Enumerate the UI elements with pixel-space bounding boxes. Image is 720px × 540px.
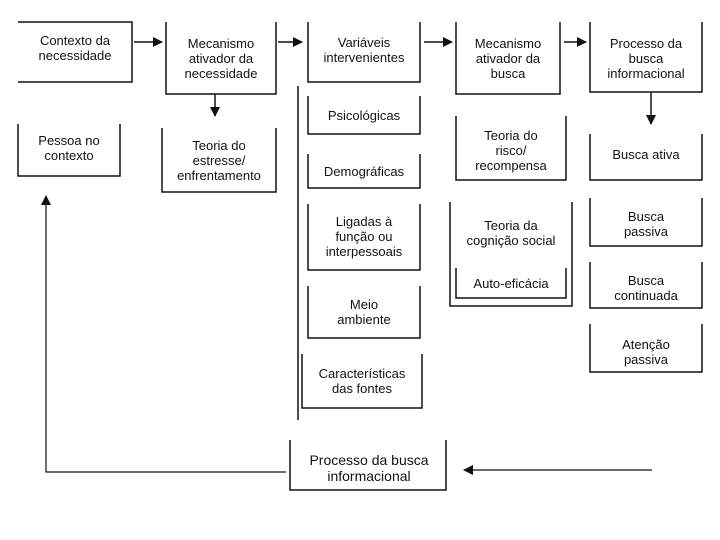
- box-pessoa-no-contexto: [17, 124, 121, 177]
- box-auto-eficacia: [455, 268, 567, 299]
- label-busca-passiva: Busca passiva: [623, 209, 669, 239]
- box-processo-busca-informacional-top: [589, 22, 703, 93]
- label-auto-eficacia: Auto-eficácia: [473, 275, 549, 291]
- label-mecanismo-ativador-busca: Mecanismo ativador da busca: [474, 35, 542, 81]
- box-busca-continuada: [589, 262, 703, 309]
- label-processo-busca-informacional-bottom: Processo da busca informacional: [309, 452, 429, 484]
- label-psicologicas: Psicológicas: [327, 107, 401, 123]
- label-demograficas: Demográficas: [323, 163, 405, 179]
- box-caracteristicas-fontes: [301, 354, 423, 409]
- box-variaveis-intervenientes: [307, 22, 421, 83]
- label-contexto-da-necessidade: Contexto da necessidade: [38, 33, 112, 63]
- label-variaveis-intervenientes: Variáveis intervenientes: [323, 35, 405, 65]
- box-atencao-passiva: [589, 324, 703, 373]
- label-atencao-passiva: Atenção passiva: [622, 337, 670, 367]
- box-mecanismo-ativador-necessidade: [165, 22, 277, 95]
- box-psicologicas: [307, 96, 421, 135]
- box-busca-ativa: [589, 134, 703, 181]
- label-busca-continuada: Busca continuada: [614, 273, 678, 303]
- box-teoria-estresse: [161, 128, 277, 193]
- box-demograficas: [307, 154, 421, 189]
- box-teoria-risco: [455, 116, 567, 181]
- label-ligadas-funcao: Ligadas à função ou interpessoais: [325, 213, 403, 259]
- box-mecanismo-ativador-busca: [455, 22, 561, 95]
- label-mecanismo-ativador-necessidade: Mecanismo ativador da necessidade: [184, 35, 258, 81]
- box-ligadas-funcao: [307, 204, 421, 271]
- label-teoria-risco: Teoria do risco/ recompensa: [475, 127, 547, 173]
- label-pessoa-no-contexto: Pessoa no contexto: [38, 133, 100, 163]
- label-meio-ambiente: Meio ambiente: [337, 297, 391, 327]
- arrow-bottom-box-to-pessoa: [41, 195, 286, 473]
- box-contexto-da-necessidade: [18, 21, 133, 83]
- label-processo-busca-informacional-top: Processo da busca informacional: [607, 35, 685, 81]
- label-teoria-cognicao-social: Teoria da cognição social: [466, 218, 556, 248]
- label-teoria-estresse: Teoria do estresse/ enfrentamento: [177, 137, 261, 183]
- box-busca-passiva: [589, 198, 703, 247]
- label-caracteristicas-fontes: Características das fontes: [318, 366, 406, 396]
- box-teoria-cognicao-social: [449, 202, 573, 307]
- label-busca-ativa: Busca ativa: [612, 146, 680, 162]
- box-processo-busca-informacional-bottom: [289, 440, 447, 491]
- box-meio-ambiente: [307, 286, 421, 339]
